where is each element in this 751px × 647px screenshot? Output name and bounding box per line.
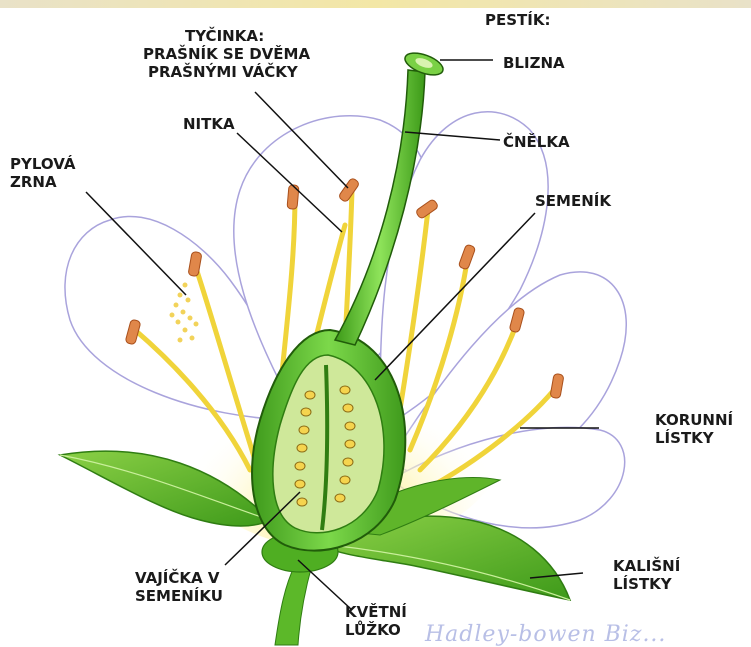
label-nitka: NITKA	[183, 115, 235, 133]
label-korunni-line1: KORUNNÍ	[655, 411, 733, 429]
label-kalisni-line2: LÍSTKY	[613, 575, 672, 593]
label-kvetni-line2: LŮŽKO	[345, 621, 401, 639]
label-cnelka: ČNĚLKA	[503, 133, 570, 151]
label-vajicka-line1: VAJÍČKA V	[135, 569, 219, 587]
label-pylova-line2: ZRNA	[10, 173, 57, 191]
watermark: Hadley-bowen Biz...	[425, 622, 666, 647]
label-prasnik-line2: PRAŠNÝMI VÁČKY	[148, 63, 298, 81]
label-kvetni-line1: KVĚTNÍ	[345, 603, 407, 621]
label-tycinka: TYČINKA:	[185, 27, 264, 45]
label-pylova-line1: PYLOVÁ	[10, 155, 75, 173]
label-semenik: SEMENÍK	[535, 192, 611, 210]
label-korunni-line2: LÍSTKY	[655, 429, 714, 447]
label-prasnik-line1: PRAŠNÍK SE DVĚMA	[143, 45, 310, 63]
label-pestik: PESTÍK:	[485, 11, 550, 29]
label-vajicka-line2: SEMENÍKU	[135, 587, 223, 605]
label-blizna: BLIZNA	[503, 54, 565, 72]
label-kalisni-line1: KALIŠNÍ	[613, 557, 680, 575]
